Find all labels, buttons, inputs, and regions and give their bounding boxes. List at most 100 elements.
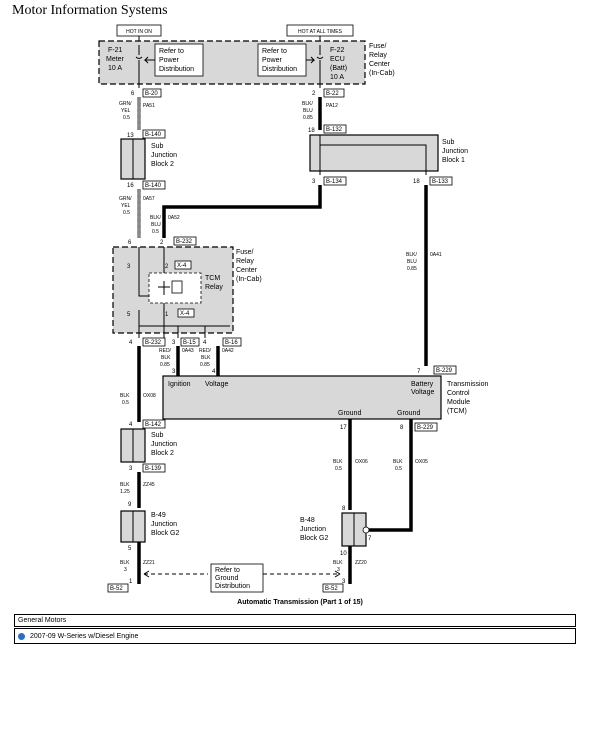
svg-text:Refer to: Refer to (262, 48, 287, 55)
svg-text:X-4: X-4 (180, 311, 190, 317)
svg-text:B-52: B-52 (110, 586, 123, 592)
svg-text:1.25: 1.25 (120, 489, 130, 495)
svg-text:BLK: BLK (333, 560, 343, 566)
svg-text:Meter: Meter (106, 56, 125, 63)
svg-text:1: 1 (129, 579, 133, 585)
svg-text:10: 10 (340, 551, 347, 557)
svg-text:PA51: PA51 (143, 103, 155, 109)
svg-text:OX08: OX08 (143, 393, 156, 399)
svg-text:2: 2 (160, 240, 164, 246)
svg-text:(Batt): (Batt) (330, 65, 347, 72)
svg-text:B-48: B-48 (300, 517, 315, 524)
svg-text:HOT IN ON: HOT IN ON (126, 29, 152, 35)
svg-text:B-140: B-140 (145, 132, 162, 138)
svg-text:10 A: 10 A (330, 74, 344, 81)
svg-text:Transmission: Transmission (447, 381, 488, 388)
svg-text:B-16: B-16 (225, 340, 238, 346)
svg-text:YEL: YEL (121, 108, 131, 114)
fuse-f21: F-21 Meter 10 A (106, 45, 143, 88)
svg-text:Junction: Junction (151, 441, 177, 448)
svg-text:BLU: BLU (407, 259, 417, 265)
svg-text:5: 5 (127, 312, 131, 318)
fuse-f22: F-22 ECU (Batt) 10 A (316, 45, 347, 88)
svg-text:B-132: B-132 (326, 127, 343, 133)
svg-text:3: 3 (129, 466, 133, 472)
svg-text:3: 3 (312, 179, 316, 185)
svg-text:Center: Center (369, 61, 391, 68)
diagram-caption: Automatic Transmission (Part 1 of 15) (237, 599, 363, 606)
svg-text:4: 4 (129, 340, 133, 346)
svg-text:B-229: B-229 (436, 368, 453, 374)
svg-text:2: 2 (165, 264, 169, 270)
svg-text:3: 3 (124, 567, 127, 573)
svg-text:0.85: 0.85 (303, 115, 313, 121)
svg-text:Power: Power (262, 57, 283, 64)
svg-text:OX06: OX06 (355, 459, 368, 465)
footer-vehicle-row[interactable]: 2007-09 W-Series w/Diesel Engine (14, 628, 576, 644)
svg-text:7: 7 (368, 536, 372, 542)
svg-text:Block 2: Block 2 (151, 450, 174, 457)
bullet-icon (18, 632, 25, 640)
svg-text:BLK: BLK (120, 393, 130, 399)
svg-text:5: 5 (128, 546, 132, 552)
svg-text:13: 13 (127, 133, 134, 139)
svg-text:Distribution: Distribution (159, 66, 194, 73)
refer-ground-distribution: Refer to Ground Distribution (210, 563, 264, 593)
svg-text:17: 17 (340, 425, 347, 431)
svg-text:Ignition: Ignition (168, 381, 191, 388)
svg-text:0A57: 0A57 (143, 196, 155, 202)
svg-text:0.5: 0.5 (123, 115, 130, 121)
svg-text:Battery: Battery (411, 381, 434, 388)
svg-text:Fuse/: Fuse/ (236, 249, 254, 256)
svg-text:Junction: Junction (151, 521, 177, 528)
svg-text:F-21: F-21 (108, 47, 123, 54)
svg-text:HOT AT ALL TIMES: HOT AT ALL TIMES (298, 29, 343, 35)
svg-text:9: 9 (128, 502, 132, 508)
svg-text:0.5: 0.5 (335, 466, 342, 472)
svg-text:Junction: Junction (442, 148, 468, 155)
svg-text:F-22: F-22 (330, 47, 345, 54)
svg-text:B-134: B-134 (326, 179, 343, 185)
svg-text:3: 3 (127, 264, 131, 270)
svg-text:0A41: 0A41 (430, 252, 442, 258)
svg-text:0.5: 0.5 (122, 400, 129, 406)
svg-text:18: 18 (413, 179, 420, 185)
wiring-diagram: HOT IN ON HOT AT ALL TIMES F-21 Meter 10… (98, 24, 488, 606)
fuse-relay-center-label: Fuse/ Relay Center (In-Cab) (369, 43, 395, 77)
svg-text:0.85: 0.85 (160, 362, 170, 368)
svg-text:Center: Center (236, 267, 258, 274)
svg-text:X-4: X-4 (177, 263, 187, 269)
svg-text:BLK: BLK (333, 459, 343, 465)
svg-text:RED/: RED/ (159, 348, 172, 354)
svg-text:B-232: B-232 (145, 340, 162, 346)
svg-text:0.5: 0.5 (395, 466, 402, 472)
svg-text:Sub: Sub (151, 143, 164, 150)
svg-text:Module: Module (447, 399, 470, 406)
svg-text:B-20: B-20 (145, 91, 158, 97)
svg-text:BLK/: BLK/ (150, 215, 161, 221)
svg-text:Junction: Junction (300, 526, 326, 533)
svg-text:3: 3 (172, 369, 176, 375)
svg-text:0.85: 0.85 (407, 266, 417, 272)
svg-text:0A52: 0A52 (168, 215, 180, 221)
svg-text:PA12: PA12 (326, 103, 338, 109)
svg-text:(In-Cab): (In-Cab) (236, 276, 262, 283)
svg-text:B-140: B-140 (145, 183, 162, 189)
refer-power-distribution-1: Refer to Power Distribution (143, 43, 204, 77)
svg-text:0.5: 0.5 (123, 210, 130, 216)
svg-text:(TCM): (TCM) (447, 408, 467, 415)
svg-text:BLU: BLU (151, 222, 161, 228)
page-title: Motor Information Systems (12, 3, 168, 18)
svg-text:7: 7 (417, 369, 421, 375)
svg-text:(In-Cab): (In-Cab) (369, 70, 395, 77)
svg-text:BLU: BLU (303, 108, 313, 114)
svg-text:0.85: 0.85 (200, 362, 210, 368)
svg-text:1: 1 (165, 312, 169, 318)
svg-text:Refer to: Refer to (159, 48, 184, 55)
svg-text:6: 6 (128, 240, 132, 246)
svg-text:ZZ20: ZZ20 (355, 560, 367, 566)
svg-text:Power: Power (159, 57, 180, 64)
svg-text:BLK: BLK (120, 560, 130, 566)
svg-text:BLK: BLK (393, 459, 403, 465)
svg-text:Sub: Sub (442, 139, 455, 146)
